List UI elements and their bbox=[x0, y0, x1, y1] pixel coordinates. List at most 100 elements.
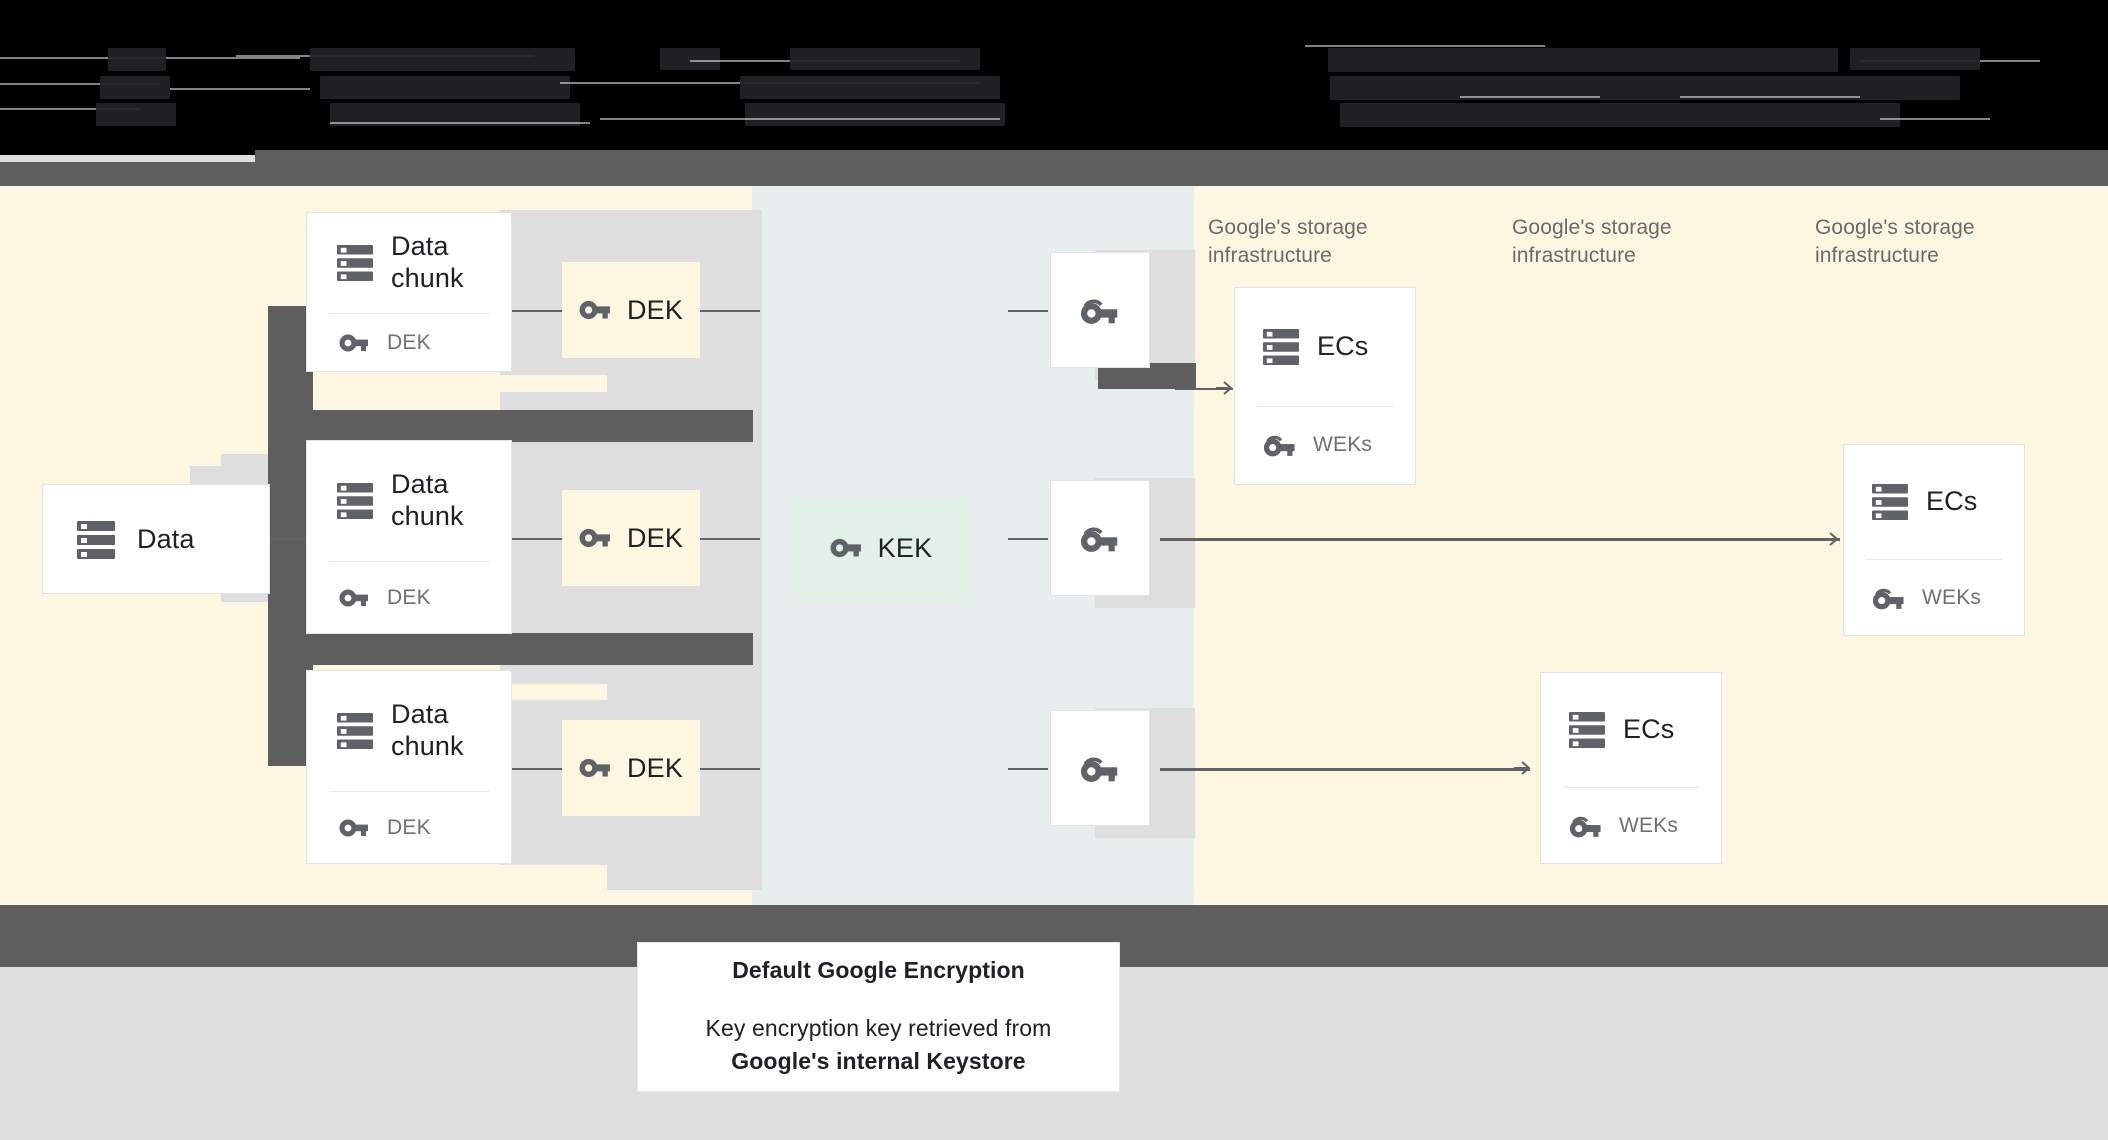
card-divider bbox=[329, 561, 489, 562]
splitter-arm bbox=[268, 633, 753, 665]
connector-dek-out bbox=[700, 310, 760, 312]
top-gray-band bbox=[0, 162, 2108, 186]
wrapped-key-icon bbox=[1872, 585, 1906, 612]
connector-kek-wrap bbox=[1008, 768, 1048, 770]
caption-box: Default Google Encryption Key encryption… bbox=[637, 942, 1120, 1092]
key-icon bbox=[339, 817, 369, 839]
server-icon bbox=[337, 481, 373, 521]
dek-box[interactable]: DEK bbox=[562, 262, 700, 358]
wrapped-key-icon bbox=[1080, 753, 1120, 785]
card-ecs-key-label: WEKs bbox=[1313, 433, 1373, 456]
connector-chunk-dek bbox=[512, 538, 564, 540]
arrow-head-icon bbox=[1216, 381, 1233, 395]
infra-label: Google's storage infrastructure bbox=[1512, 216, 1672, 267]
dek-box[interactable]: DEK bbox=[562, 490, 700, 586]
server-icon bbox=[1263, 327, 1299, 367]
card-ecs[interactable]: ECs WEKs bbox=[1843, 444, 2025, 636]
server-icon bbox=[77, 519, 115, 561]
wrapped-key-box[interactable] bbox=[1050, 710, 1150, 826]
connector-kek-wrap bbox=[1008, 310, 1048, 312]
server-icon bbox=[1569, 710, 1605, 750]
wrapped-key-icon bbox=[1569, 813, 1603, 840]
card-chunk-label: Data chunk bbox=[391, 231, 464, 293]
redact-highlight bbox=[600, 118, 1000, 120]
card-chunk-key-label: DEK bbox=[387, 331, 431, 354]
dek-box[interactable]: DEK bbox=[562, 720, 700, 816]
redact-highlight bbox=[0, 108, 140, 110]
infra-label: Google's storage infrastructure bbox=[1815, 216, 1975, 267]
server-icon bbox=[337, 243, 373, 283]
kek-label: KEK bbox=[877, 532, 933, 563]
connector-chunk-dek bbox=[512, 310, 564, 312]
redact-block bbox=[100, 76, 170, 99]
card-chunk-label: Data chunk bbox=[391, 469, 464, 531]
connector-data-to-chunks bbox=[228, 538, 318, 540]
key-icon bbox=[339, 332, 369, 354]
redact-block bbox=[320, 76, 570, 99]
card-data-chunk[interactable]: Data chunk DEK bbox=[306, 670, 512, 864]
server-icon bbox=[337, 711, 373, 751]
arrow-line bbox=[1160, 768, 1530, 771]
redact-block bbox=[660, 48, 720, 70]
arrow-line-long bbox=[1160, 538, 1840, 541]
redact-highlight bbox=[1880, 118, 1990, 120]
card-divider bbox=[329, 791, 489, 792]
card-ecs[interactable]: ECs WEKs bbox=[1540, 672, 1722, 864]
redact-block bbox=[790, 48, 980, 70]
card-divider bbox=[1563, 787, 1699, 788]
header-black-strip bbox=[0, 0, 2108, 42]
splitter-arm bbox=[268, 410, 753, 442]
key-icon bbox=[579, 298, 611, 322]
redact-highlight bbox=[1680, 96, 1860, 98]
card-chunk-label: Data chunk bbox=[391, 699, 464, 761]
card-ecs[interactable]: ECs WEKs bbox=[1234, 287, 1416, 485]
key-icon bbox=[579, 526, 611, 550]
redact-block bbox=[740, 76, 1000, 99]
kek-box[interactable]: KEK bbox=[793, 500, 969, 596]
dek-label: DEK bbox=[626, 522, 684, 553]
redact-block bbox=[330, 103, 580, 126]
caption-line2: Google's internal Keystore bbox=[731, 1047, 1026, 1074]
dek-label: DEK bbox=[626, 294, 684, 325]
connector-dek-out bbox=[700, 768, 760, 770]
card-divider bbox=[1866, 559, 2002, 560]
connector-chunk-dek bbox=[512, 768, 564, 770]
card-ecs-label: ECs bbox=[1926, 486, 1978, 517]
connector-dek-out bbox=[700, 538, 760, 540]
redact-block bbox=[96, 103, 176, 126]
redact-block bbox=[745, 103, 1005, 126]
wrapped-key-box[interactable] bbox=[1050, 480, 1150, 596]
key-icon bbox=[579, 756, 611, 780]
key-icon bbox=[830, 536, 862, 560]
card-data-chunk[interactable]: Data chunk DEK bbox=[306, 440, 512, 634]
redact-block bbox=[1850, 48, 1980, 70]
caption-title: Default Google Encryption bbox=[732, 956, 1025, 983]
card-ecs-key-label: WEKs bbox=[1619, 814, 1679, 837]
redact-highlight bbox=[170, 88, 310, 90]
arrow-head-icon bbox=[1822, 532, 1839, 546]
card-ecs-key-label: WEKs bbox=[1922, 586, 1982, 609]
card-chunk-key-label: DEK bbox=[387, 586, 431, 609]
splitter-bar bbox=[268, 306, 313, 766]
arrow-line bbox=[1175, 388, 1233, 390]
card-ecs-label: ECs bbox=[1317, 331, 1369, 362]
caption-line1: Key encryption key retrieved from bbox=[705, 1014, 1052, 1041]
redact-block bbox=[1330, 76, 1960, 100]
card-data-chunk[interactable]: Data chunk DEK bbox=[306, 212, 512, 372]
wrapped-key-icon bbox=[1263, 432, 1297, 459]
card-data[interactable]: Data bbox=[42, 484, 270, 594]
arrow-head-icon bbox=[1514, 761, 1531, 775]
wrapped-key-icon bbox=[1080, 523, 1120, 555]
wrapped-key-box[interactable] bbox=[1050, 252, 1150, 368]
redacted-header bbox=[0, 0, 2108, 155]
dek-label: DEK bbox=[626, 752, 684, 783]
redact-highlight bbox=[0, 83, 160, 85]
server-icon bbox=[1872, 482, 1908, 522]
wrapped-key-icon bbox=[1080, 295, 1120, 327]
card-data-label: Data bbox=[137, 524, 195, 555]
key-icon bbox=[339, 587, 369, 609]
card-chunk-key-label: DEK bbox=[387, 816, 431, 839]
redact-block bbox=[1340, 103, 1900, 127]
redact-block bbox=[1328, 48, 1838, 72]
